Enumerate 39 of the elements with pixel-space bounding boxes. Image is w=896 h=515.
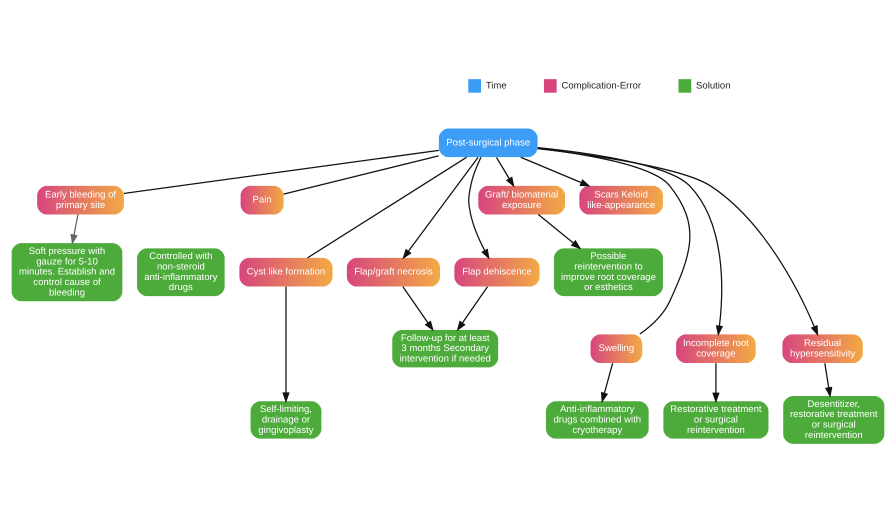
node-box: Self-limiting, drainage or gingivoplasty [250,401,322,439]
arrow [468,157,490,260]
node-box: Restorative treatment or surgical reintervention [663,401,768,439]
node-box: Anti-inflammatory drugs combined with cryotherapy [546,401,649,439]
arrow [402,286,434,332]
connector [124,150,439,194]
arrow [538,214,582,250]
node-box: Flap/graft necrosis [346,258,440,287]
arrow [712,363,720,404]
node-box: Scars Keloid like-appearance [579,186,663,214]
arrow [824,363,832,398]
node-box: Cyst like formation [239,258,333,287]
arrow [538,147,724,336]
node-box: Controlled with non-steroid anti-inflammatory drugs [137,248,225,296]
node-box: Post-surgical phase [438,128,538,158]
node-box: Residual hypersensitivity [782,334,863,363]
arrow [520,156,591,187]
node-box: Desentitizer, restorative treatment or surgical reintervention [783,396,884,444]
legend-label: Time [486,80,507,92]
node-box: Soft pressure with gauze for 5-10 minutes. Establish and control cause of bleeding [12,243,122,302]
arrow [282,286,290,403]
node-box: Possible reintervention to improve root coverage or esthetics [554,248,663,296]
legend-label: Solution [696,80,731,92]
node-box: Swelling [590,334,642,363]
connector [283,155,439,195]
node-box: Incomplete root coverage [676,334,756,363]
node-box: Flap dehiscence [454,258,540,287]
arrow [496,157,514,188]
node-box: Graft/ biomaterial exposure [478,186,566,214]
node-box: Follow-up for at least 3 months Secondary intervention if needed [392,330,498,368]
legend-label: Complication-Error [561,80,642,92]
arrow [70,214,79,245]
arrow [456,286,488,332]
node-box: Early bleeding of primary site [37,186,124,214]
arrow [600,363,614,404]
arrow [538,148,818,336]
connector [307,156,467,258]
arrow [402,156,479,260]
node-box: Pain [240,186,284,214]
